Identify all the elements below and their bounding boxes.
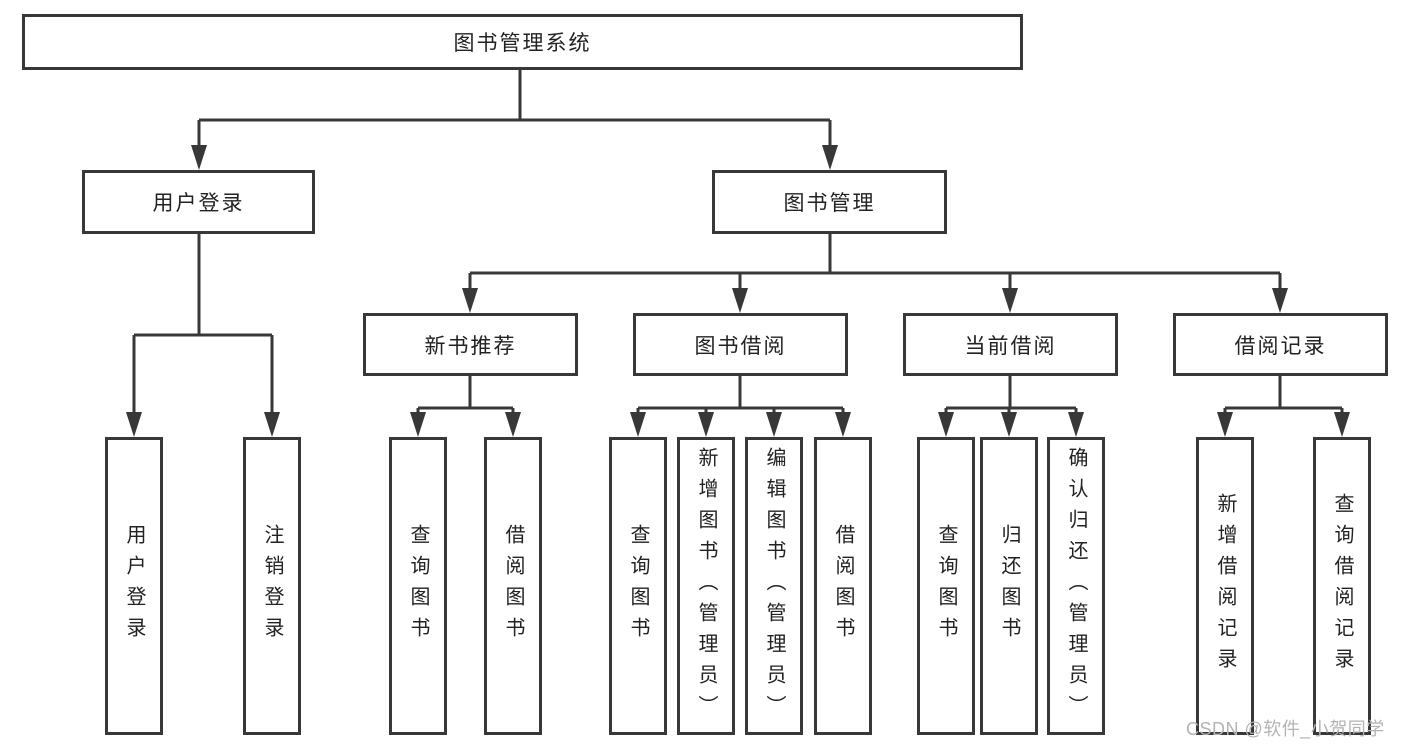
leaf-nbr-query-book-label: 查询图书 <box>407 524 429 648</box>
node-current-borrow-label: 当前借阅 <box>964 334 1057 358</box>
leaf-cb-query-book-label: 查询图书 <box>935 524 957 648</box>
node-current-borrow: 当前借阅 <box>903 313 1118 376</box>
arrow-down-icon <box>126 412 142 437</box>
node-book-management: 图书管理 <box>712 170 947 234</box>
leaf-bb-borrow-book: 借阅图书 <box>814 437 872 735</box>
leaf-bb-borrow-book-label: 借阅图书 <box>832 524 854 648</box>
leaf-nbr-borrow-book: 借阅图书 <box>484 437 542 735</box>
leaf-bb-query-book: 查询图书 <box>609 437 667 735</box>
node-user-login: 用户登录 <box>82 170 315 234</box>
node-book-borrow-label: 图书借阅 <box>694 334 787 358</box>
arrow-down-icon <box>732 288 748 313</box>
leaf-br-query-record-label: 查询借阅记录 <box>1331 493 1353 679</box>
connector-path <box>132 234 274 419</box>
leaf-logout: 注销登录 <box>243 437 301 735</box>
arrow-down-icon <box>462 288 478 313</box>
arrow-down-icon <box>505 412 521 437</box>
node-root-label: 图书管理系统 <box>453 32 592 55</box>
arrow-down-icon <box>698 412 714 437</box>
leaf-nbr-borrow-book-label: 借阅图书 <box>502 524 524 648</box>
connector-path <box>468 234 1282 295</box>
leaf-bb-add-book: 新增图书（管理员） <box>677 437 735 735</box>
leaf-bb-edit-book: 编辑图书（管理员） <box>745 437 803 735</box>
node-new-book-recommend-label: 新书推荐 <box>424 334 517 358</box>
connector-path <box>416 376 515 419</box>
connector-path <box>197 70 832 152</box>
leaf-nbr-query-book: 查询图书 <box>389 437 447 735</box>
arrow-down-icon <box>264 412 280 437</box>
arrow-down-icon <box>1272 288 1288 313</box>
arrow-down-icon <box>835 412 851 437</box>
node-root: 图书管理系统 <box>22 14 1023 70</box>
leaf-bb-add-book-label: 新增图书（管理员） <box>695 446 717 726</box>
leaf-br-add-record: 新增借阅记录 <box>1196 437 1254 735</box>
leaf-cb-query-book: 查询图书 <box>917 437 975 735</box>
arrow-down-icon <box>1068 412 1084 437</box>
leaf-cb-return-book: 归还图书 <box>980 437 1038 735</box>
leaf-cb-return-book-label: 归还图书 <box>998 524 1020 648</box>
arrow-down-icon <box>630 412 646 437</box>
arrow-down-icon <box>766 412 782 437</box>
arrow-down-icon <box>1001 412 1017 437</box>
leaf-bb-query-book-label: 查询图书 <box>627 524 649 648</box>
leaf-user-login: 用户登录 <box>105 437 163 735</box>
node-borrow-records-label: 借阅记录 <box>1234 334 1327 358</box>
leaf-user-login-label: 用户登录 <box>123 524 145 648</box>
arrow-down-icon <box>1217 412 1233 437</box>
node-user-login-label: 用户登录 <box>152 192 245 215</box>
arrow-down-icon <box>938 412 954 437</box>
arrow-down-icon <box>822 145 838 170</box>
arrow-down-icon <box>1334 412 1350 437</box>
leaf-logout-label: 注销登录 <box>261 524 283 648</box>
node-book-borrow: 图书借阅 <box>633 313 848 376</box>
arrow-down-icon <box>1002 288 1018 313</box>
leaf-cb-confirm-return-label: 确认归还（管理员） <box>1065 446 1087 726</box>
leaf-br-query-record: 查询借阅记录 <box>1313 437 1371 735</box>
leaf-br-add-record-label: 新增借阅记录 <box>1214 493 1236 679</box>
connector-path <box>636 376 845 419</box>
csdn-watermark: CSDN @软件_小贺同学 <box>1186 719 1385 739</box>
connector-path <box>1223 376 1344 419</box>
node-borrow-records: 借阅记录 <box>1173 313 1388 376</box>
leaf-cb-confirm-return: 确认归还（管理员） <box>1047 437 1105 735</box>
arrow-down-icon <box>191 145 207 170</box>
arrow-down-icon <box>410 412 426 437</box>
node-book-management-label: 图书管理 <box>783 192 876 215</box>
node-new-book-recommend: 新书推荐 <box>363 313 578 376</box>
leaf-bb-edit-book-label: 编辑图书（管理员） <box>763 446 785 726</box>
